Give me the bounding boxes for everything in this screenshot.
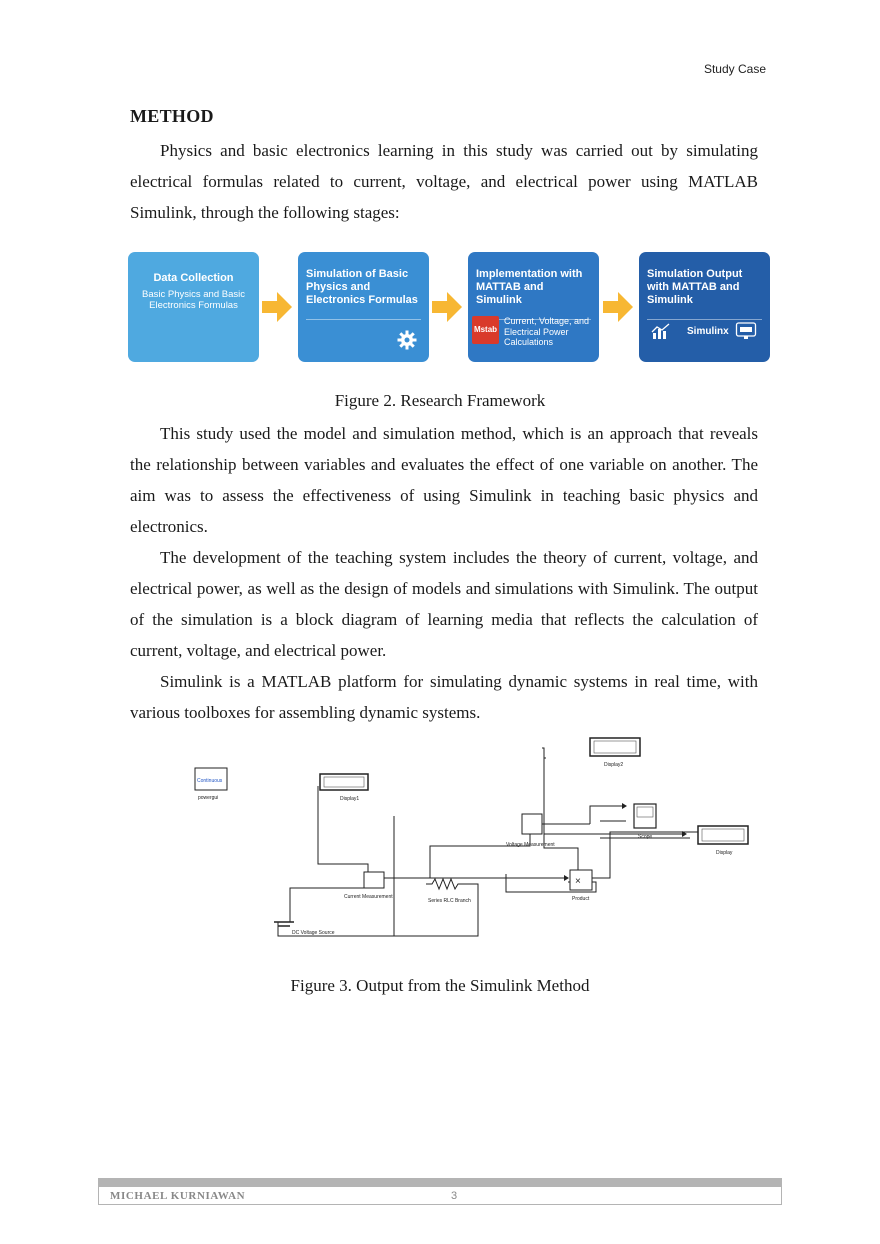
display1-label: Display1: [340, 796, 359, 802]
stage-title: Data Collection: [153, 272, 234, 284]
body-paragraph: This study used the model and simulation…: [130, 424, 758, 536]
arrow-right-icon: [432, 292, 462, 322]
stage-title: Implementation with MATTAB and Simulink: [476, 268, 583, 306]
body-paragraph: The development of the teaching system i…: [130, 548, 758, 660]
stage-desc: Basic Physics and Basic Electronics Form…: [142, 289, 245, 311]
stage-title: Simulation Output with MATTAB and Simuli…: [647, 268, 743, 306]
figure-3-caption: Figure 3. Output from the Simulink Metho…: [290, 976, 590, 995]
simulink-diagram-figure: Continuous powergui Display1 Display2 Vo…: [194, 737, 749, 937]
stage-output: Simulation Output with MATTAB and Simuli…: [639, 252, 770, 362]
resistor-icon: [426, 877, 470, 891]
dc-source-label: DC Voltage Source: [292, 930, 335, 936]
stage-simulation: Simulation of Basic Physics and Electron…: [298, 252, 429, 362]
powergui-text: Continuous: [197, 778, 223, 784]
arrow-right-icon: [262, 292, 292, 322]
arrow-right-icon: [603, 292, 633, 322]
powergui-label: powergui: [198, 795, 218, 801]
gear-icon: [397, 330, 417, 350]
product-label: Product: [572, 896, 590, 902]
current-measurement-block: [363, 871, 385, 889]
voltage-measurement-label: Voltage Measurement: [506, 842, 555, 848]
voltage-measurement-block: [521, 813, 543, 835]
chart-icon: [651, 323, 670, 339]
scope-label: Scope: [638, 834, 652, 840]
svg-text:×: ×: [575, 876, 581, 887]
running-header: Study Case: [703, 62, 766, 76]
stage-desc: Current, Voltage, and Electrical Power C…: [504, 316, 590, 347]
stage-data-collection: Data Collection Basic Physics and Basic …: [128, 252, 259, 362]
rlc-label: Series RLC Branch: [428, 898, 471, 904]
stage-implementation: Implementation with MATTAB and Simulink …: [468, 252, 599, 362]
body-paragraph: Simulink is a MATLAB platform for simula…: [130, 672, 758, 722]
stage-title: Simulation of Basic Physics and Electron…: [306, 268, 418, 306]
intro-paragraph: Physics and basic electronics learning i…: [130, 141, 758, 222]
simulink-badge: Simulinx: [687, 326, 729, 337]
page-number: 3: [451, 1190, 458, 1202]
matlab-badge: Mstab: [472, 316, 499, 344]
research-framework-figure: Data Collection Basic Physics and Basic …: [128, 250, 770, 374]
display2-label: Display2: [604, 762, 623, 768]
method-section: METHOD Physics and basic electronics lea…: [130, 106, 758, 228]
body-text: This study used the model and simulation…: [130, 418, 758, 728]
display-label: Display: [716, 850, 733, 856]
footer-author: MICHAEL KURNIAWAN: [110, 1190, 246, 1202]
footer-bar: [98, 1178, 782, 1187]
footer-box: [98, 1187, 782, 1205]
powergui-block: [194, 767, 228, 791]
product-block: [569, 869, 593, 891]
current-measurement-label: Current Measurement: [344, 894, 393, 900]
display-icon: [735, 322, 757, 339]
section-title: METHOD: [130, 106, 214, 126]
figure-2-caption: Figure 2. Research Framework: [334, 391, 546, 410]
